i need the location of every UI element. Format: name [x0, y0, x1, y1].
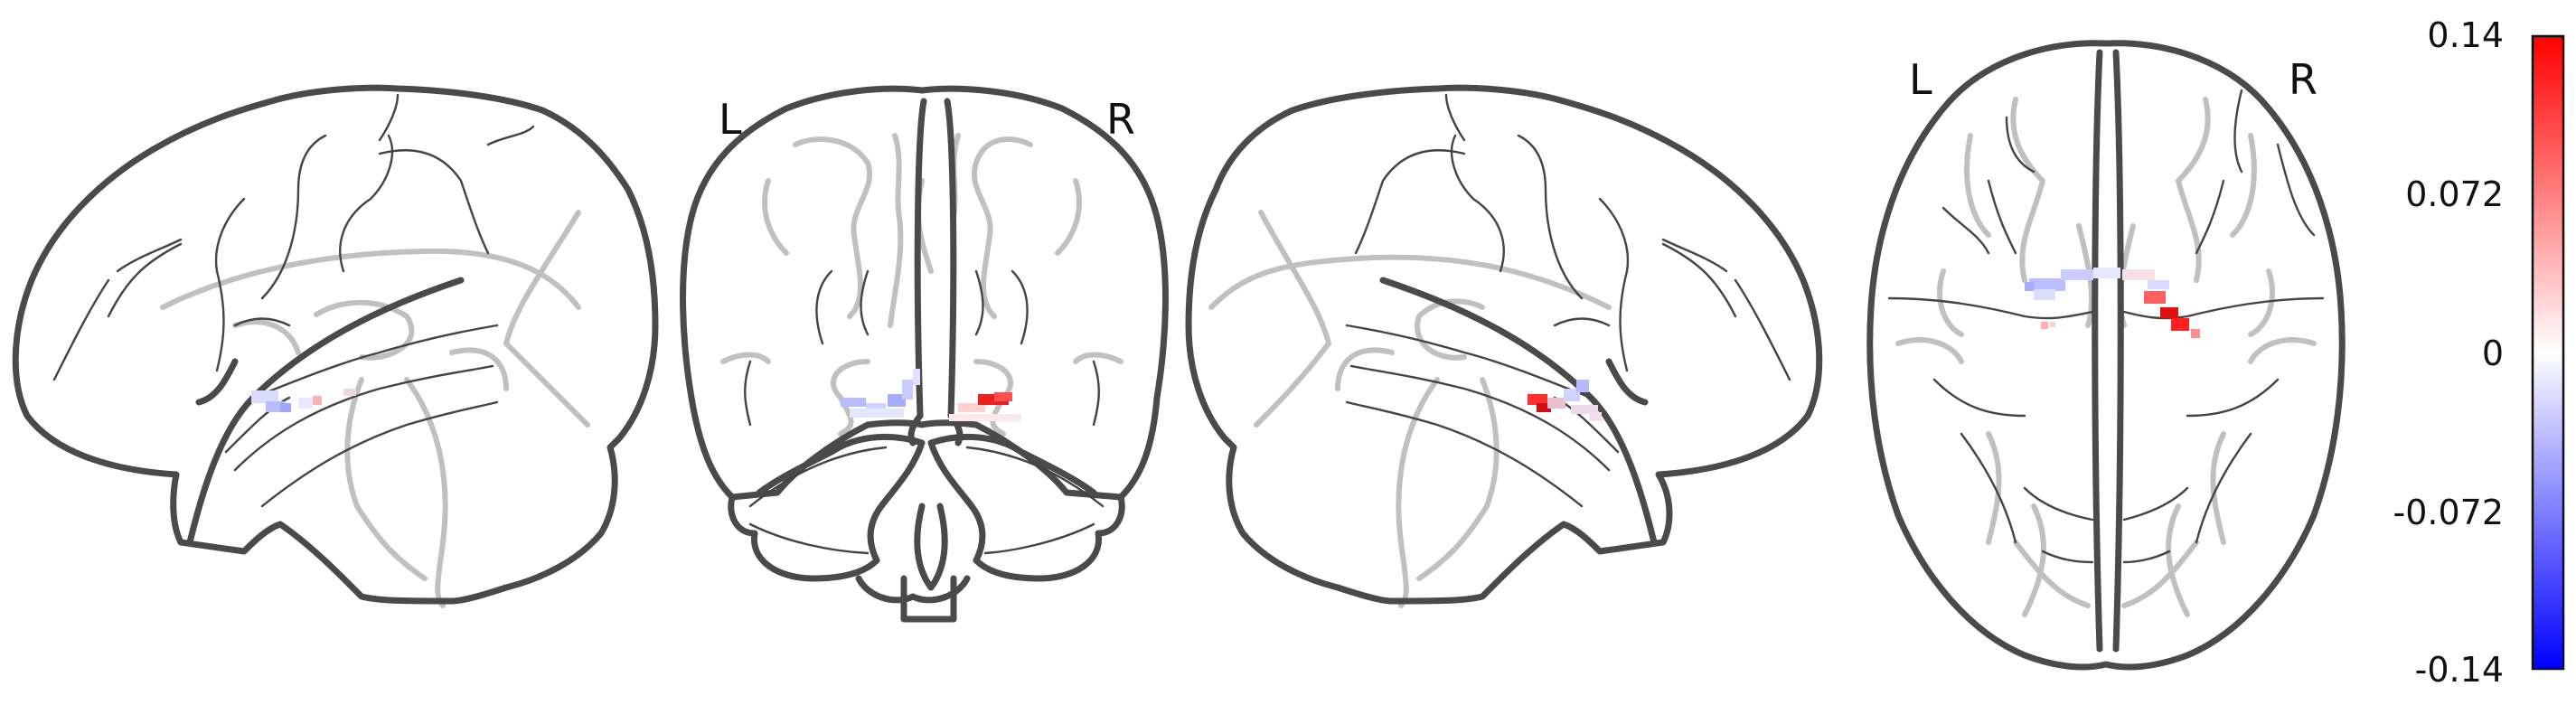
coronal-view: L R — [680, 85, 1169, 623]
axial-view: L R — [1866, 40, 2346, 671]
colorbar-tick-min: -0.14 — [2415, 650, 2504, 690]
coronal-label-right: R — [1106, 95, 1135, 144]
sagittal-right-outline — [1185, 84, 1823, 605]
axial-outline — [1866, 40, 2346, 671]
coronal-gyri-lines — [744, 269, 1105, 555]
sagittal-left-view — [12, 84, 659, 608]
sagittal-left-gyri-lines — [52, 93, 535, 508]
sagittal-right-activation — [1528, 380, 1602, 421]
axial-label-left: L — [1909, 55, 1932, 104]
sagittal-right-view — [1185, 84, 1823, 608]
colorbar-tick-upper: 0.072 — [2405, 174, 2504, 214]
axial-activation — [2025, 268, 2200, 338]
colorbar-tick-max: 0.14 — [2427, 15, 2504, 55]
coronal-activation — [841, 369, 1021, 421]
colorbar: 0.14 0.072 0 -0.072 -0.14 — [2393, 15, 2565, 690]
sagittal-right-sulci — [1208, 210, 1612, 608]
sagittal-left-outline — [12, 84, 659, 605]
axial-sulci — [1895, 97, 2317, 617]
axial-gyri-lines — [1887, 89, 2325, 564]
axial-label-right: R — [2289, 55, 2317, 104]
sagittal-left-activation — [251, 389, 356, 412]
colorbar-tick-zero: 0 — [2482, 334, 2504, 373]
colorbar-tick-lower: -0.072 — [2393, 493, 2505, 532]
sagittal-right-gyri-lines — [1345, 93, 1791, 508]
sagittal-left-sulci — [160, 210, 590, 608]
colorbar-gradient — [2531, 34, 2565, 671]
coronal-outer-outline — [680, 85, 1169, 501]
coronal-label-left: L — [719, 95, 742, 144]
